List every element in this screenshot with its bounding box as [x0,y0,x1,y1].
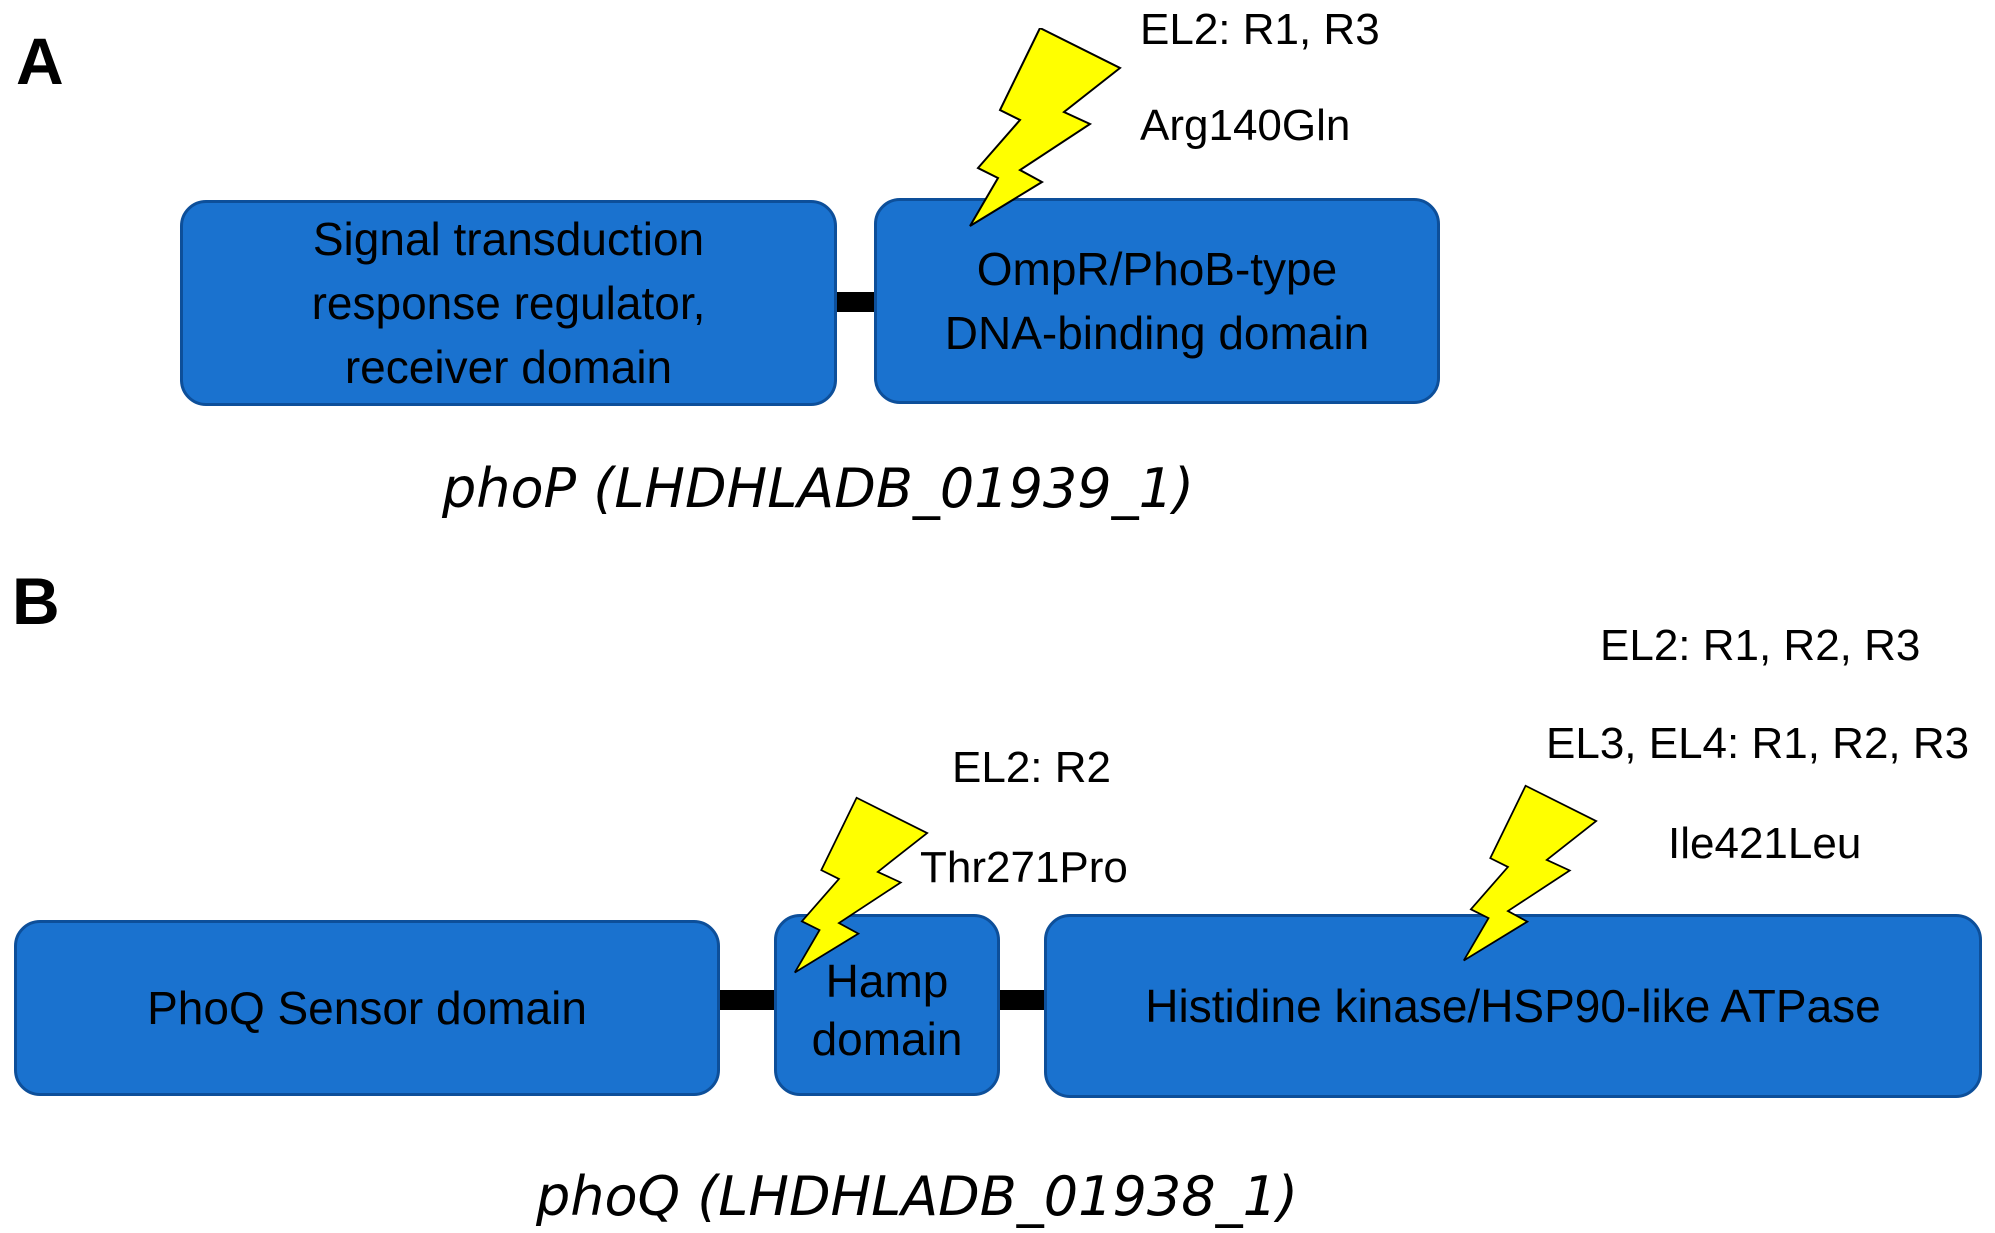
sensor-domain-label: PhoQ Sensor domain [147,982,587,1034]
dna-binding-domain-label: OmpR/PhoB-type DNA-binding domain [944,243,1370,359]
mutation-b1-populations: EL2: R2 [952,743,1111,792]
panel-a-label: A [16,24,64,98]
mutation-b2-change: Ile421Leu [1668,819,1862,868]
mutation-a-populations: EL2: R1, R3 [1140,5,1380,54]
mutation-b2-populations: EL2: R1, R2, R3 [1600,621,1921,670]
histidine-kinase-domain-label: Histidine kinase/HSP90-like ATPase [1145,980,1881,1032]
panel-a-linker [834,292,878,312]
mutation-b1-change: Thr271Pro [920,843,1128,892]
lightning-bolt-icon [794,796,929,974]
lightning-bolt-icon [1463,784,1598,962]
lightning-bolt-icon [969,28,1122,227]
dna-binding-domain: OmpR/PhoB-type DNA-binding domain [874,198,1440,404]
receiver-domain: Signal transduction response regulator, … [180,200,837,406]
hamp-domain: Hamp domain [774,914,1000,1096]
receiver-domain-label: Signal transduction response regulator, … [311,213,706,393]
panel-b-linker-2 [996,990,1048,1010]
mutation-b2-populations-2: EL3, EL4: R1, R2, R3 [1546,719,1970,768]
gene-label-phop: phoP (LHDHLADB_01939_1) [442,457,1195,520]
panel-b-linker-1 [716,990,778,1010]
gene-label-phoq: phoQ (LHDHLADB_01938_1) [536,1165,1299,1228]
panel-b-label: B [12,564,60,638]
hamp-domain-label: Hamp domain [811,955,963,1065]
sensor-domain: PhoQ Sensor domain [14,920,720,1096]
mutation-a-change: Arg140Gln [1140,101,1351,150]
